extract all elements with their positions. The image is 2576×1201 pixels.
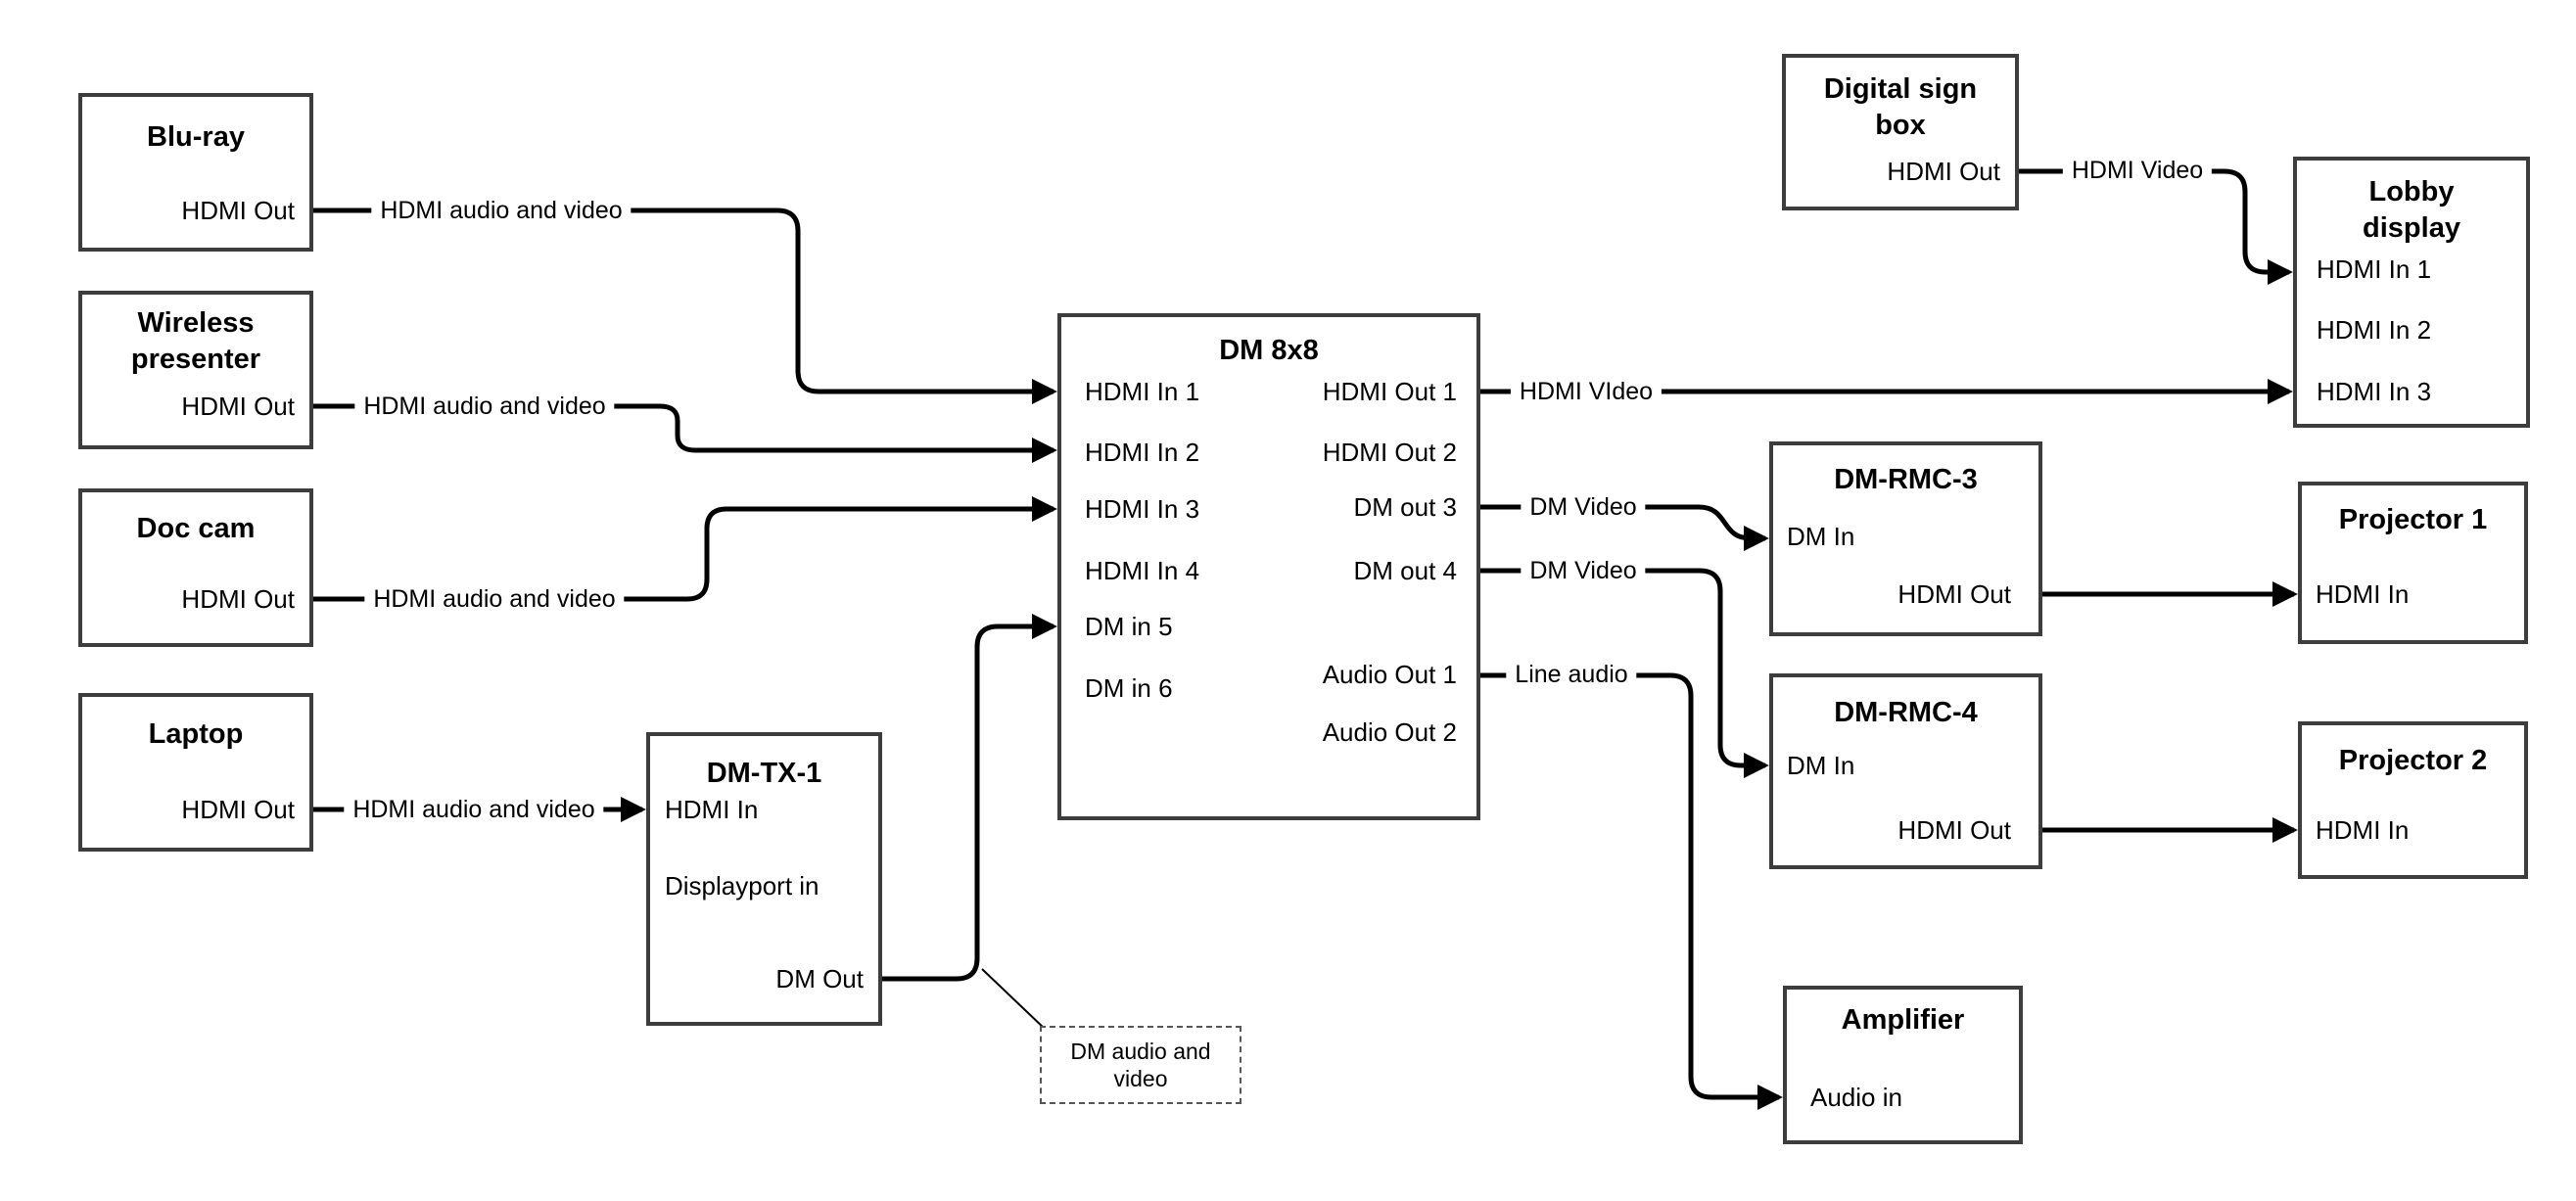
note-leader-line (981, 968, 1047, 1031)
node-doc-cam: Doc cam HDMI Out (78, 488, 313, 647)
port-dm-out: DM Out (775, 964, 864, 993)
edge-digitalsign-to-lobby (2019, 168, 2293, 285)
node-title: Laptop (148, 718, 244, 750)
port-hdmi-in-2: HDMI In 2 (2317, 315, 2432, 345)
node-dm-tx-1: DM-TX-1 HDMI In Displayport in DM Out (646, 732, 882, 1026)
port-audio-out-2: Audio Out 2 (1322, 717, 1457, 747)
port-hdmi-out: HDMI Out (1897, 815, 2011, 845)
wire-label-wireless: HDMI audio and video (354, 392, 615, 421)
node-title: DM 8x8 (1219, 335, 1319, 366)
port-hdmi-out: HDMI Out (181, 795, 295, 824)
edge-wireless-to-dm8x8 (313, 403, 1057, 463)
node-dm-rmc-4: DM-RMC-4 DM In HDMI Out (1769, 673, 2042, 869)
node-blu-ray: Blu-ray HDMI Out (78, 93, 313, 252)
node-title: DM-TX-1 (706, 758, 822, 789)
edge-dmtx1-to-dm8x8 (882, 614, 1057, 982)
node-digital-sign-box: Digital sign box HDMI Out (1782, 54, 2019, 210)
port-hdmi-in: HDMI In (2316, 579, 2410, 609)
port-hdmi-out-2: HDMI Out 2 (1322, 438, 1457, 467)
node-title: DM-RMC-4 (1834, 697, 1978, 728)
port-audio-out-1: Audio Out 1 (1322, 660, 1457, 689)
port-hdmi-in: HDMI In (2316, 815, 2410, 845)
wire-label-dm-video-3: DM Video (1521, 492, 1646, 522)
port-hdmi-in: HDMI In (665, 795, 759, 824)
port-hdmi-out: HDMI Out (1897, 579, 2011, 609)
port-dm-in: DM In (1787, 522, 1855, 551)
wire-label-dm-video-4: DM Video (1521, 556, 1646, 585)
edge-dm8x8-to-dmrmc4 (1480, 568, 1769, 778)
port-dm-out-4: DM out 4 (1353, 556, 1458, 585)
node-title: Doc cam (136, 513, 256, 544)
port-hdmi-in-4: HDMI In 4 (1085, 556, 1200, 585)
edge-doccam-to-dm8x8 (313, 496, 1057, 602)
node-title: Projector 1 (2338, 504, 2488, 535)
port-audio-in: Audio in (1810, 1083, 1902, 1112)
node-title: Digital sign box (1823, 73, 1978, 141)
node-wireless-presenter: Wireless presenter HDMI Out (78, 291, 313, 449)
node-title: Amplifier (1841, 1004, 1965, 1036)
node-dm-8x8: DM 8x8 HDMI In 1 HDMI In 2 HDMI In 3 HDM… (1057, 313, 1480, 820)
port-hdmi-out: HDMI Out (1887, 157, 2000, 186)
node-laptop: Laptop HDMI Out (78, 693, 313, 852)
node-title: Lobby display (2363, 176, 2460, 244)
port-hdmi-in-1: HDMI In 1 (1085, 377, 1200, 406)
wire-label-bluray: HDMI audio and video (371, 196, 632, 225)
node-lobby-display: Lobby display HDMI In 1 HDMI In 2 HDMI I… (2293, 157, 2530, 428)
node-title: DM-RMC-3 (1834, 464, 1978, 495)
edge-dm8x8-to-amplifier (1480, 672, 1783, 1110)
port-displayport-in: Displayport in (665, 871, 820, 901)
edge-dm8x8-to-dmrmc3 (1480, 504, 1769, 551)
port-dm-in-5: DM in 5 (1085, 612, 1173, 641)
wire-label-doccam: HDMI audio and video (364, 584, 625, 614)
port-hdmi-out: HDMI Out (181, 196, 295, 225)
port-hdmi-in-1: HDMI In 1 (2317, 254, 2432, 284)
node-title: Wireless presenter (130, 307, 261, 375)
node-title: Projector 2 (2338, 745, 2488, 776)
port-hdmi-out-1: HDMI Out 1 (1322, 377, 1457, 406)
wire-label-line-audio: Line audio (1506, 660, 1637, 689)
port-hdmi-out: HDMI Out (181, 392, 295, 421)
node-projector-1: Projector 1 HDMI In (2298, 482, 2528, 644)
port-hdmi-in-3: HDMI In 3 (1085, 494, 1200, 524)
node-dm-rmc-3: DM-RMC-3 DM In HDMI Out (1769, 441, 2042, 636)
node-amplifier: Amplifier Audio in (1783, 986, 2023, 1144)
edge-bluray-to-dm8x8 (313, 208, 1057, 404)
node-title: Blu-ray (147, 121, 245, 153)
node-projector-2: Projector 2 HDMI In (2298, 721, 2528, 879)
port-dm-in: DM In (1787, 751, 1855, 780)
port-dm-in-6: DM in 6 (1085, 673, 1173, 703)
note-dm-audio-video: DM audio and video (1040, 1026, 1241, 1104)
port-hdmi-out: HDMI Out (181, 584, 295, 614)
wire-label-hdmi-video-sign: HDMI Video (2062, 156, 2213, 185)
port-hdmi-in-3: HDMI In 3 (2317, 377, 2432, 406)
wire-label-laptop: HDMI audio and video (344, 795, 604, 824)
port-hdmi-in-2: HDMI In 2 (1085, 438, 1200, 467)
port-dm-out-3: DM out 3 (1353, 492, 1458, 522)
wire-label-hdmi-video-out1: HDMI VIdeo (1510, 377, 1663, 406)
